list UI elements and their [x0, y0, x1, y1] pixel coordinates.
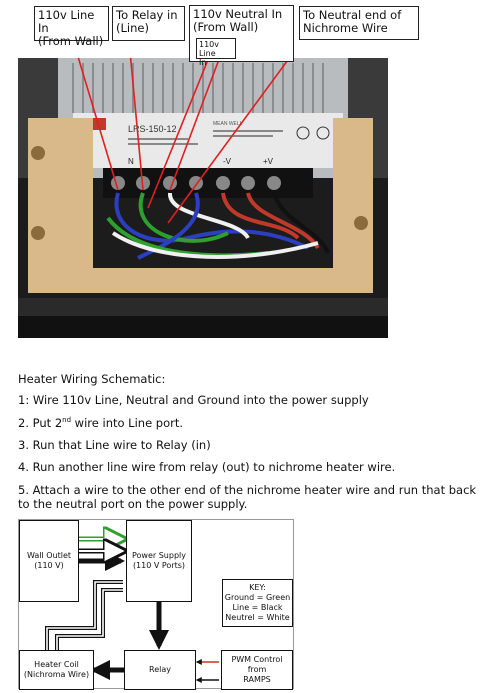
- pwm-control-box: PWM Control from RAMPS: [221, 650, 293, 690]
- heater-coil-box: Heater Coil (Nichroma Wire): [19, 650, 94, 690]
- key-line: Line = Black: [232, 603, 283, 612]
- relay-box: Relay: [124, 650, 196, 690]
- wiring-schematic: Wall Outlet (110 V) Power Supply (110 V …: [18, 519, 294, 690]
- step-5: 5. Attach a wire to the other end of the…: [18, 483, 477, 511]
- callout-line-in-small: 110v Line In: [196, 38, 236, 67]
- terminal-label-plus-v: +V: [263, 157, 274, 166]
- schematic-heading: Heater Wiring Schematic:: [18, 372, 166, 386]
- key-ground: Ground = Green: [224, 593, 291, 602]
- step-4: 4. Run another line wire from relay (out…: [18, 460, 396, 474]
- schematic-connections: [45, 520, 219, 683]
- power-supply-illustration: LRS-150-12 MEAN WELL N -V +V: [18, 58, 388, 338]
- callout-line-in: 110v Line In (From Wall): [34, 6, 109, 48]
- power-supply-box: Power Supply (110 V Ports): [126, 520, 192, 602]
- power-supply-photo: LRS-150-12 MEAN WELL N -V +V: [18, 58, 388, 338]
- key-neutral: Neutrel = White: [225, 613, 290, 622]
- step-2-sup: nd: [62, 416, 72, 425]
- terminal-label-minus-v: -V: [223, 157, 232, 166]
- terminal-label-n: N: [128, 157, 134, 166]
- callout-relay-in: To Relay in (Line): [112, 6, 185, 41]
- model-label: LRS-150-12: [128, 124, 177, 134]
- callout-neutral-end: To Neutral end of Nichrome Wire: [299, 6, 419, 40]
- step-2: 2. Put 2nd wire into Line port.: [18, 416, 488, 430]
- terminal-screws: [111, 176, 281, 190]
- wall-outlet-box: Wall Outlet (110 V): [19, 520, 79, 602]
- key-title: KEY:: [249, 583, 266, 592]
- brand-label: MEAN WELL: [213, 121, 243, 127]
- step-2-text: 2. Put 2: [18, 416, 63, 430]
- step-3: 3. Run that Line wire to Relay (in): [18, 438, 211, 452]
- callout-lines: [77, 58, 291, 224]
- step-2-rest: wire into Line port.: [71, 416, 184, 430]
- step-1: 1: Wire 110v Line, Neutral and Ground in…: [18, 393, 369, 407]
- key-box: KEY: Ground = Green Line = Black Neutrel…: [222, 579, 293, 627]
